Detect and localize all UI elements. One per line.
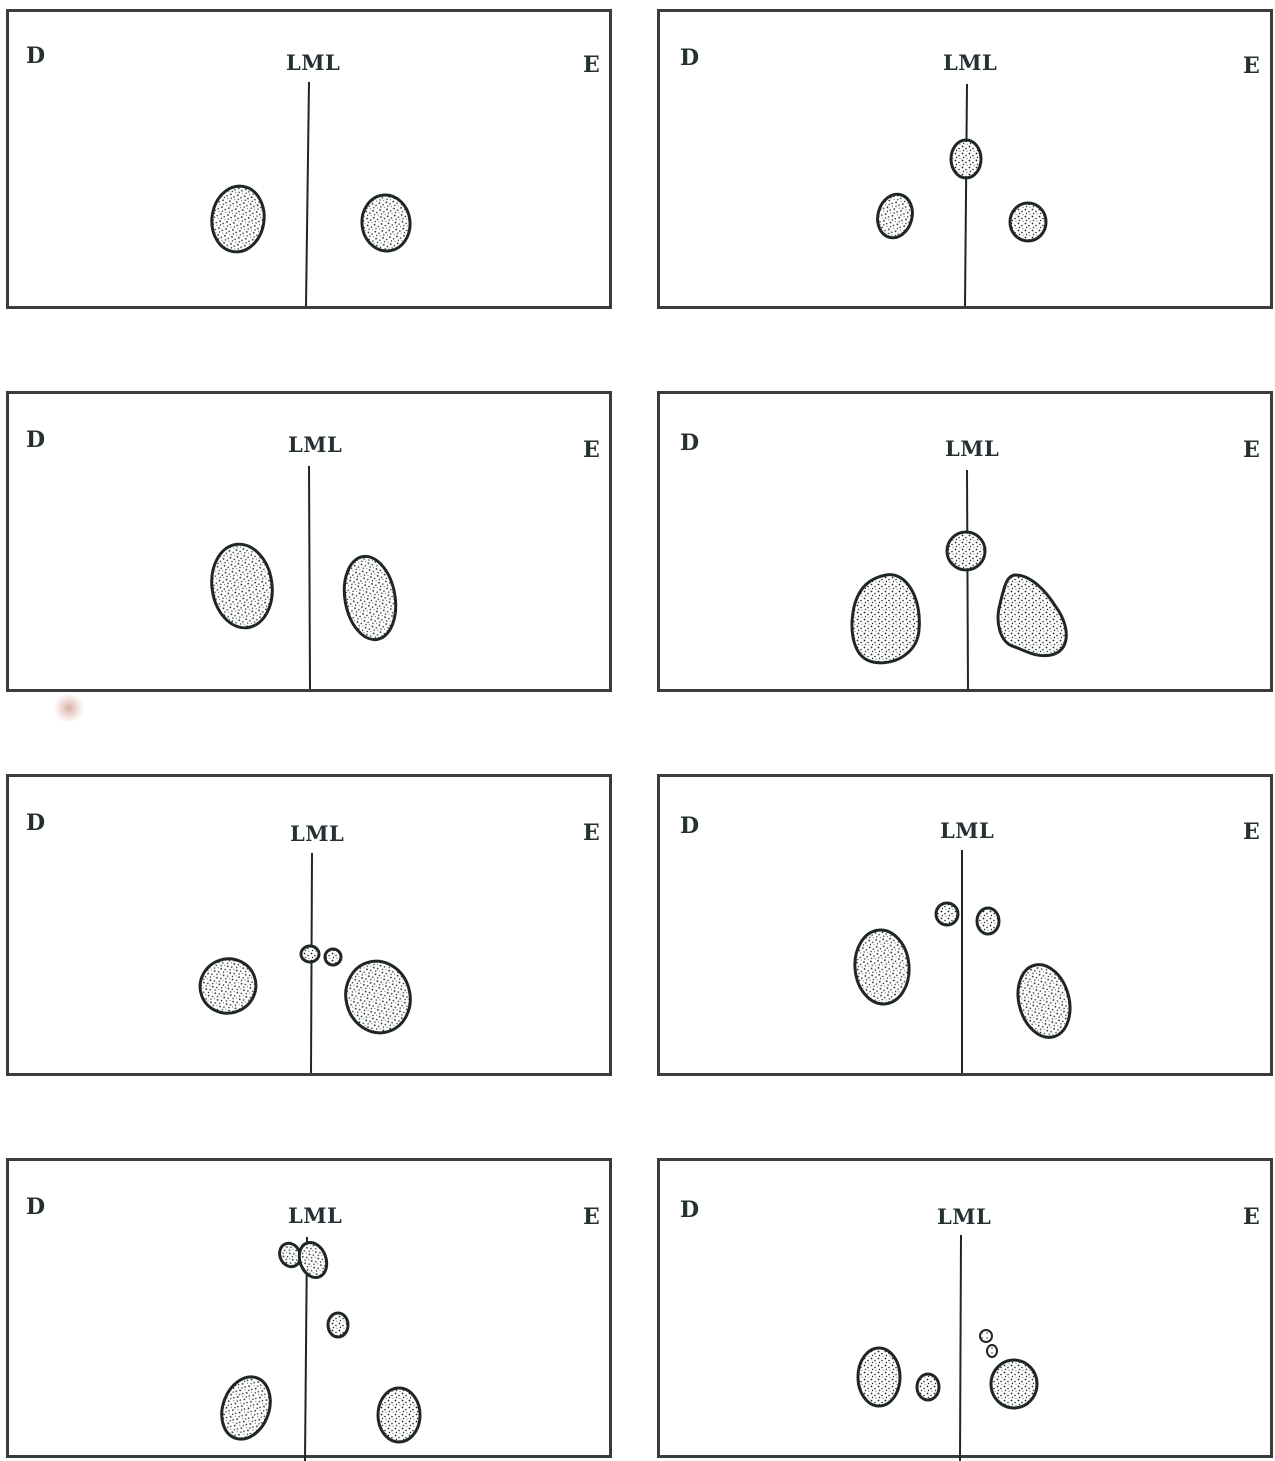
panel-7-art bbox=[9, 1161, 609, 1461]
small-mass bbox=[980, 1330, 992, 1342]
panel-8-art bbox=[660, 1161, 1270, 1461]
panel-1: D LML E bbox=[6, 9, 612, 309]
kidney-right bbox=[873, 190, 917, 241]
small-mass bbox=[328, 1313, 348, 1337]
small-mass bbox=[917, 1374, 939, 1400]
kidney-left bbox=[998, 575, 1066, 656]
kidney-right bbox=[213, 1370, 278, 1446]
panel-2: D LML E bbox=[657, 9, 1273, 309]
kidney-right bbox=[852, 575, 919, 663]
paper-stain bbox=[52, 694, 86, 722]
panel-4: D LML E bbox=[657, 391, 1273, 692]
small-mass bbox=[977, 908, 999, 934]
kidney-left bbox=[991, 1360, 1037, 1408]
small-mass bbox=[301, 946, 319, 962]
panel-3: D LML E bbox=[6, 391, 612, 692]
kidney-right bbox=[192, 951, 263, 1021]
midline bbox=[965, 84, 967, 306]
kidney-left bbox=[1010, 203, 1046, 241]
kidney-right bbox=[208, 183, 269, 256]
kidney-right bbox=[858, 1348, 900, 1406]
panel-4-art bbox=[660, 394, 1270, 689]
kidney-left bbox=[338, 954, 418, 1040]
panel-6-art bbox=[660, 777, 1270, 1073]
small-mass bbox=[936, 903, 958, 925]
panel-2-art bbox=[660, 12, 1270, 306]
midline bbox=[306, 82, 309, 306]
kidney-left bbox=[378, 1388, 420, 1442]
panel-8: D LML E bbox=[657, 1158, 1273, 1458]
kidney-right bbox=[206, 540, 277, 632]
small-mass bbox=[987, 1345, 997, 1357]
panel-6: D LML E bbox=[657, 774, 1273, 1076]
kidney-right bbox=[852, 928, 912, 1006]
panel-3-art bbox=[9, 394, 609, 689]
kidney-left bbox=[1010, 959, 1077, 1043]
kidney-left bbox=[359, 193, 413, 254]
midline bbox=[960, 1235, 961, 1461]
midline bbox=[309, 466, 310, 689]
kidney-left bbox=[338, 552, 402, 643]
panel-1-art bbox=[9, 12, 609, 306]
midline bbox=[967, 470, 968, 689]
small-mass bbox=[295, 1239, 332, 1282]
small-mass bbox=[325, 949, 341, 965]
midline-mass bbox=[951, 140, 981, 178]
panel-5: D LML E bbox=[6, 774, 612, 1076]
panel-7: D LML E bbox=[6, 1158, 612, 1458]
panel-5-art bbox=[9, 777, 609, 1073]
midline-mass bbox=[947, 532, 985, 570]
